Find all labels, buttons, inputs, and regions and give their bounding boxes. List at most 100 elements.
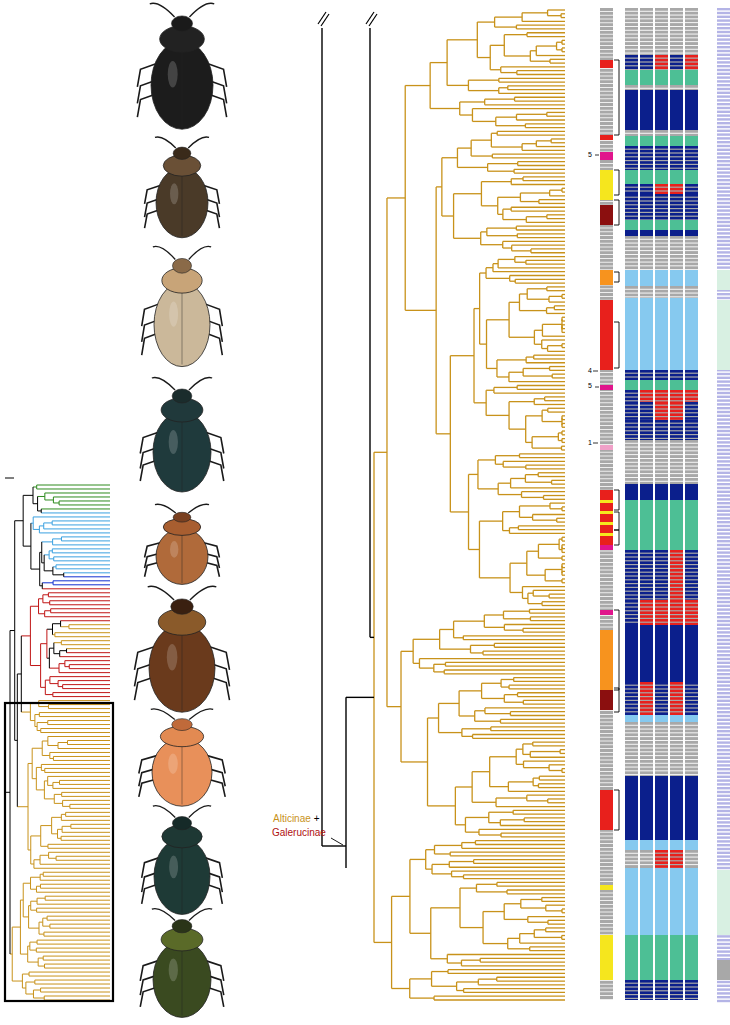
trait-state [625, 270, 638, 286]
trait-state [685, 868, 698, 935]
trait-state [670, 420, 683, 423]
tree-branch [527, 299, 549, 300]
tree-branch [539, 199, 565, 200]
row-separator [600, 733, 613, 735]
tree-branch [536, 45, 556, 46]
trait-state [625, 406, 638, 409]
trait-state [685, 370, 698, 373]
trait-state [717, 540, 730, 542]
row-separator [640, 469, 653, 471]
trait-state [670, 500, 683, 550]
row-separator [625, 751, 638, 753]
row-separator [600, 721, 613, 723]
trait-state [625, 999, 638, 1000]
tree-branch [517, 70, 565, 71]
tree-branch [523, 368, 549, 369]
row-separator [600, 999, 613, 1001]
trait-state [625, 198, 638, 201]
row-separator [625, 29, 638, 31]
tree-branch [454, 238, 481, 239]
tree-branch [533, 777, 539, 778]
row-separator [670, 242, 683, 244]
trait-state [670, 580, 683, 583]
row-separator [655, 33, 668, 35]
tree-branch [522, 21, 565, 22]
tree-branch [498, 267, 565, 268]
tree-branch [477, 21, 494, 22]
trait-state [655, 619, 668, 622]
trait-state [655, 865, 668, 868]
trait-state [640, 194, 653, 197]
tree-branch [557, 521, 565, 522]
tree-branch [478, 978, 496, 979]
row-separator [600, 729, 613, 731]
tree-branch [503, 219, 526, 220]
row-separator [600, 71, 613, 73]
trait-state [717, 179, 730, 181]
trait-state [625, 165, 638, 168]
tree-branch [499, 87, 508, 88]
tree-branch [499, 93, 565, 94]
tree-branch [510, 275, 565, 276]
trait-state [717, 449, 730, 451]
tree-branch [450, 511, 468, 512]
trait-state [670, 550, 683, 553]
trait-state [717, 84, 730, 86]
trait-state [670, 625, 683, 682]
trait-state [640, 715, 653, 722]
row-separator [625, 288, 638, 290]
tree-branch [455, 824, 465, 825]
tree-branch [471, 645, 495, 646]
trait-state [655, 378, 668, 380]
row-separator [670, 250, 683, 252]
trait-state [640, 192, 653, 194]
tree-branch [442, 157, 458, 158]
trait-state [670, 686, 683, 689]
row-separator [685, 261, 698, 263]
row-separator [600, 896, 613, 898]
trait-state [640, 596, 653, 599]
trait-state [625, 410, 638, 413]
row-separator [640, 774, 653, 776]
row-separator [600, 592, 613, 594]
tree-branch [549, 597, 565, 598]
trait-state [625, 608, 638, 611]
tree-branch [519, 457, 565, 458]
trait-state [655, 980, 668, 983]
tree-branch [474, 402, 486, 403]
trait-state [625, 840, 638, 850]
tree-branch [542, 336, 565, 337]
tree-branch [498, 494, 521, 495]
row-separator [625, 265, 638, 267]
trait-state [625, 935, 638, 980]
row-separator [600, 45, 613, 47]
tree-branch [374, 942, 392, 943]
row-separator [670, 743, 683, 745]
tree-branch [472, 771, 490, 772]
row-separator [685, 132, 698, 134]
trait-state [670, 850, 683, 853]
row-separator [640, 477, 653, 479]
row-separator [625, 461, 638, 463]
tree-branch [508, 938, 520, 939]
row-separator [655, 18, 668, 20]
tree-branch [480, 958, 565, 959]
tree-branch [538, 476, 565, 477]
tree-branch [550, 366, 565, 367]
tree-branch [430, 62, 447, 63]
row-separator [685, 860, 698, 862]
trait-state [717, 373, 730, 375]
trait-state [655, 230, 668, 236]
trait-state [655, 625, 668, 682]
tree-branch [547, 214, 565, 215]
tree-branch [405, 310, 436, 311]
trait-state [625, 686, 638, 689]
tree-branch [533, 595, 549, 596]
tree-branch [501, 836, 565, 837]
row-separator [600, 125, 613, 127]
trait-state [670, 682, 683, 685]
row-separator [600, 246, 613, 248]
trait-state [625, 194, 638, 197]
trait-state [640, 608, 653, 611]
trait-state [717, 453, 730, 455]
